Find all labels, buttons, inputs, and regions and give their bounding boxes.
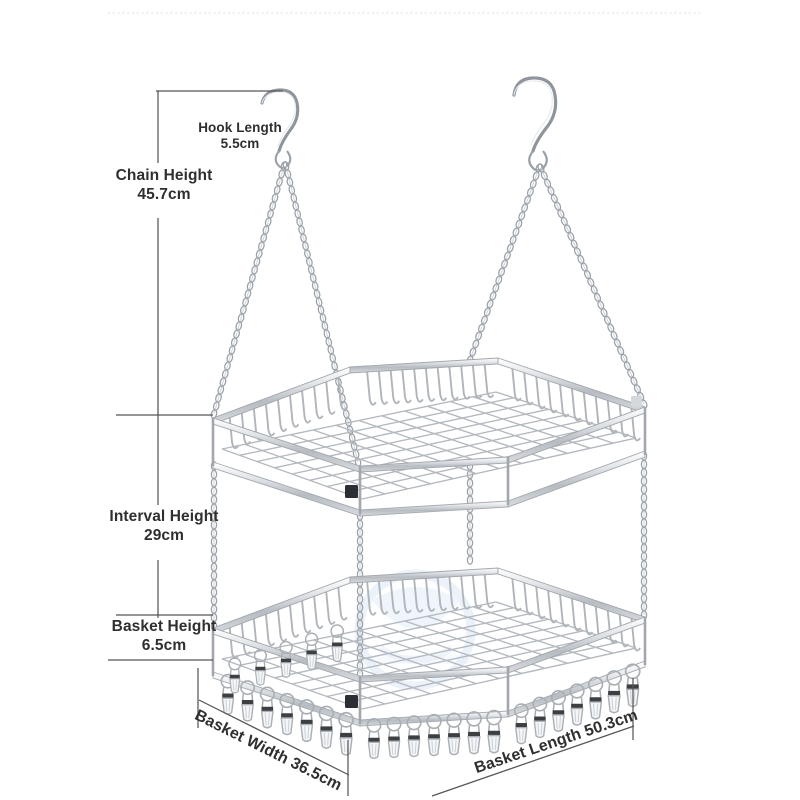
basket-width-line — [198, 699, 350, 776]
chain-strand — [356, 511, 364, 679]
chain-strand — [281, 160, 363, 468]
hook-length-label: Hook Length 5.5cm — [198, 120, 282, 152]
upper-basket-corner-cap — [345, 485, 358, 498]
upper-basket-corner-posts — [211, 407, 647, 514]
lower-basket-rim — [212, 567, 646, 683]
lower-basket-corner-posts — [211, 617, 647, 724]
upper-basket — [211, 357, 647, 517]
interval-height-label: Interval Height 29cm — [109, 508, 219, 544]
basket-length-line — [431, 725, 635, 797]
chain-strand — [209, 160, 289, 420]
chain-strand — [466, 461, 474, 565]
basket-height-label: Basket Height 6.5cm — [111, 618, 217, 654]
chain-group — [209, 160, 649, 679]
chain-strand — [640, 451, 648, 620]
chain-height-label: Chain Height 45.7cm — [115, 167, 213, 203]
chain-strand — [536, 162, 649, 410]
chain-strand — [210, 461, 218, 631]
lower-basket — [211, 567, 647, 727]
upper-basket-corner-cap-2 — [631, 396, 642, 407]
lower-basket-corner-cap — [345, 695, 358, 708]
chain-strand — [465, 162, 544, 366]
